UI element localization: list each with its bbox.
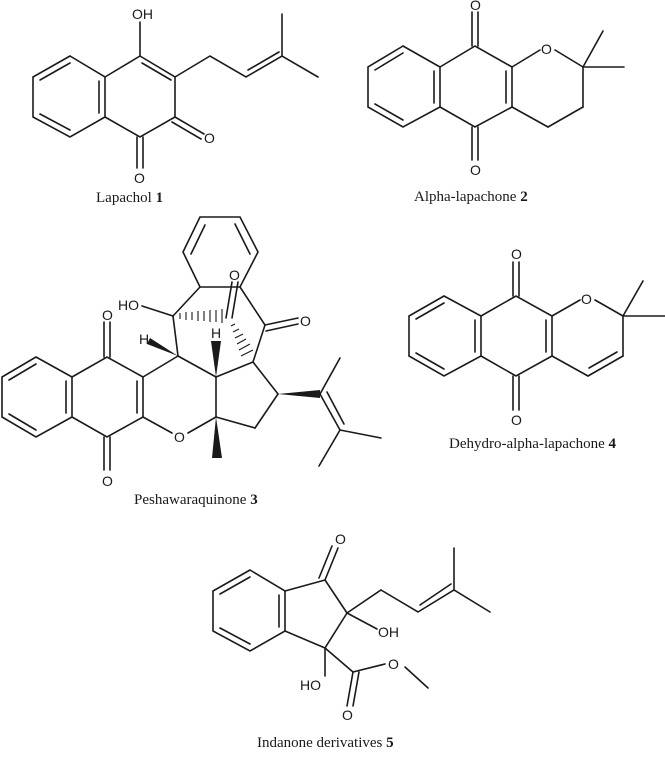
caption-alpha-lapachone: Alpha-lapachone 2	[414, 189, 528, 206]
atom-label: OH	[378, 624, 399, 640]
atom-label: HO	[300, 677, 321, 693]
hashed-bond	[179, 309, 223, 323]
atom-label: O	[174, 429, 185, 445]
compound-name: Lapachol	[96, 190, 152, 206]
atom-label: O	[134, 170, 145, 186]
structure-alpha-lapachone: O O O	[367, 0, 625, 178]
caption-lapachol: Lapachol 1	[96, 190, 163, 207]
atom-label: O	[300, 313, 311, 329]
atom-label: O	[229, 267, 240, 283]
hashed-bond	[230, 323, 254, 357]
caption-dehydro-alpha-lapachone: Dehydro-alpha-lapachone 4	[449, 436, 616, 453]
atom-label: O	[102, 307, 113, 323]
atom-label: O	[511, 412, 522, 428]
atom-label: O	[511, 246, 522, 262]
atom-label: O	[541, 41, 552, 57]
compound-number: 4	[608, 436, 617, 452]
atom-label: O	[581, 291, 592, 307]
atom-label: H	[211, 325, 221, 341]
atom-label: O	[388, 656, 399, 672]
atom-label: O	[335, 531, 346, 547]
compound-number: 1	[155, 190, 164, 206]
atom-label: O	[470, 162, 481, 178]
compound-name: Indanone derivatives	[257, 735, 383, 751]
compound-number: 2	[520, 189, 528, 205]
atom-label: O	[204, 130, 215, 146]
atom-label: O	[470, 0, 481, 13]
structure-peshawaraquinone: HO H H O O O O O	[1, 216, 382, 489]
structure-lapachol: OH O O	[32, 6, 319, 186]
atom-label: O	[342, 707, 353, 723]
compound-name: Alpha-lapachone	[414, 189, 517, 205]
compound-number: 5	[386, 735, 394, 751]
structure-indanone-derivative: O OH HO O O	[212, 531, 491, 723]
atom-label: OH	[132, 6, 153, 22]
structure-dehydro-alpha-lapachone: O O O	[408, 246, 665, 428]
compound-name: Peshawaraquinone	[134, 492, 247, 508]
atom-label: O	[102, 473, 113, 489]
atom-label: HO	[118, 297, 139, 313]
compound-number: 3	[250, 492, 258, 508]
compound-name: Dehydro-alpha-lapachone	[449, 436, 605, 452]
caption-indanone-derivatives: Indanone derivatives 5	[257, 735, 394, 752]
caption-peshawaraquinone: Peshawaraquinone 3	[134, 492, 258, 509]
atom-label: H	[139, 331, 149, 347]
